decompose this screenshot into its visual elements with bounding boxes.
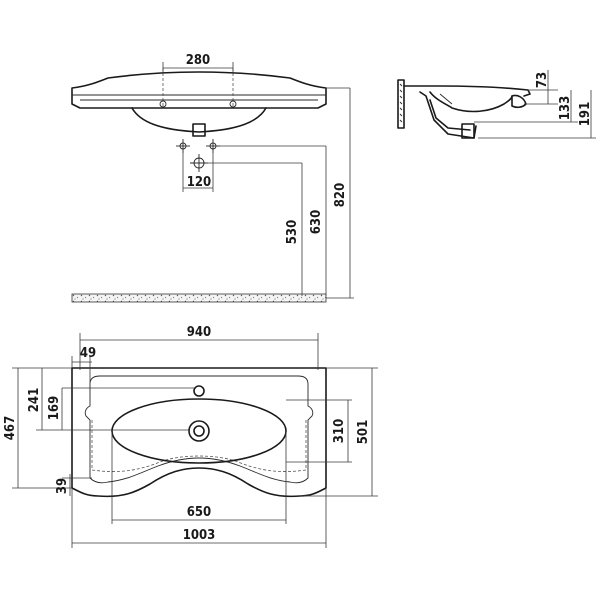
dim-label-39: 39 [55, 478, 70, 494]
dim-label-940: 940 [187, 325, 211, 340]
drain [188, 420, 210, 442]
front-view: 280 120 530 630 820 [71, 53, 354, 303]
front-sink-top [71, 71, 327, 109]
top-deck-inner [84, 375, 314, 484]
dim-label-169: 169 [47, 396, 62, 420]
dim-label-310: 310 [332, 419, 347, 443]
dim-label-530: 530 [285, 220, 300, 244]
top-view: 940 49 467 241 169 39 310 501 650 [3, 325, 378, 548]
dim-label-133: 133 [558, 96, 573, 120]
side-bowl [429, 91, 513, 113]
dim-label-73: 73 [535, 72, 550, 88]
front-bowl [131, 107, 267, 133]
top-sink-outline [71, 367, 327, 498]
tap-hole [193, 385, 205, 397]
floor [71, 293, 327, 303]
wall-bracket [397, 79, 405, 129]
front-waste-outlet [192, 123, 206, 137]
dim-label-241: 241 [27, 388, 42, 412]
dim-label-650: 650 [187, 505, 211, 520]
side-rim [403, 85, 531, 97]
dim-label-280: 280 [186, 53, 210, 68]
dim-label-630: 630 [309, 210, 324, 234]
dim-label-191: 191 [578, 102, 593, 126]
basin-bowl [111, 398, 287, 464]
dim-label-120: 120 [187, 175, 211, 190]
dim-label-501: 501 [356, 420, 371, 444]
dim-label-1003: 1003 [183, 528, 216, 543]
side-view: 73 133 191 [397, 70, 596, 139]
dim-label-820: 820 [333, 183, 348, 207]
dim-label-49: 49 [80, 346, 96, 361]
dim-label-467: 467 [3, 416, 18, 440]
